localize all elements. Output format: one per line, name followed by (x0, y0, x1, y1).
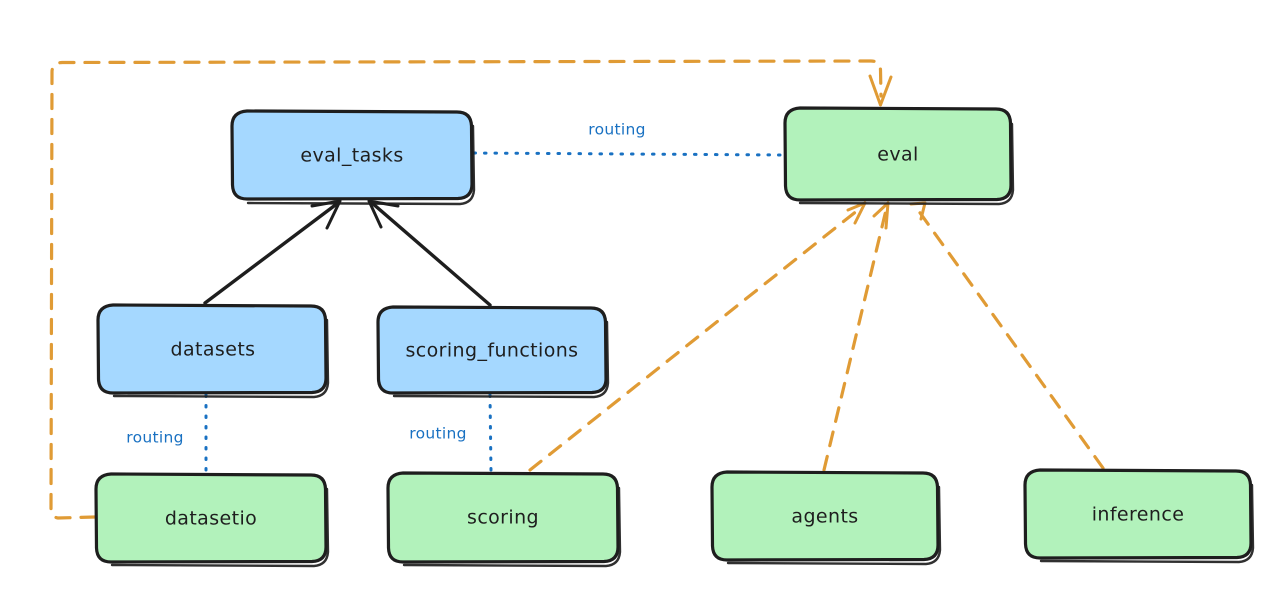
node-label-agents: agents (791, 506, 858, 528)
node-label-datasetio: datasetio (165, 508, 257, 530)
edge-agents-to-eval (822, 201, 890, 472)
node-scoring[interactable]: scoring (386, 471, 622, 568)
node-label-eval: eval (877, 144, 918, 166)
edge-datasets-to-eval-tasks (203, 199, 342, 305)
node-label-inference: inference (1092, 504, 1185, 526)
node-label-datasets: datasets (171, 339, 256, 361)
node-label-eval-tasks: eval_tasks (300, 145, 403, 167)
node-datasets[interactable]: datasets (96, 303, 330, 399)
node-label-scoring: scoring (467, 507, 539, 529)
edge-datasetio-to-eval (49, 59, 893, 520)
node-scoring-functions[interactable]: scoring_functions (376, 305, 610, 399)
node-label-scoring-functions: scoring_functions (406, 340, 579, 362)
edge-eval-tasks-to-eval (472, 151, 786, 157)
edge-label-routing-datasets: routing (126, 429, 184, 447)
node-eval-tasks[interactable]: eval_tasks (230, 109, 476, 206)
node-agents[interactable]: agents (710, 470, 942, 566)
edge-scoring-functions-to-scoring (488, 393, 493, 473)
edge-inference-to-eval (909, 201, 1105, 470)
node-datasetio[interactable]: datasetio (94, 472, 330, 568)
edge-label-routing-eval-tasks: routing (588, 121, 646, 139)
edge-label-routing-scoring-functions: routing (409, 425, 467, 443)
edge-scoring-functions-to-eval-tasks (367, 199, 492, 307)
node-eval[interactable]: eval (783, 106, 1015, 206)
node-inference[interactable]: inference (1023, 468, 1255, 564)
